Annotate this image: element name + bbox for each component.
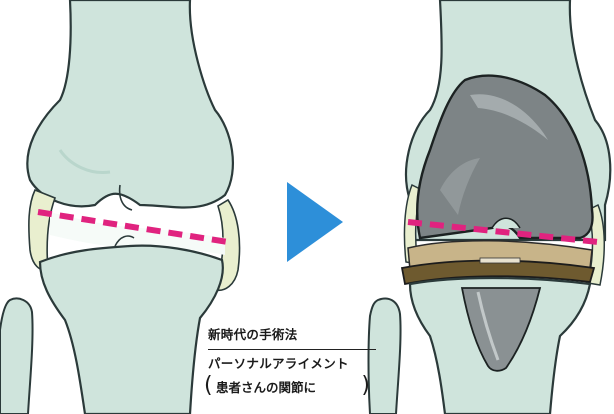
caption-subheading: パーソナルアライメント: [208, 355, 376, 373]
caption-divider: [208, 349, 376, 350]
caption-note: 患者さんの関節に: [208, 379, 376, 397]
fibula-left: [0, 299, 33, 414]
replaced-knee: [369, 0, 611, 414]
femur-left: [27, 0, 233, 208]
natural-knee: [0, 0, 240, 414]
caption-box: 新時代の手術法 パーソナルアライメント 患者さんの関節に: [208, 326, 376, 397]
tibia-left: [40, 246, 223, 414]
caption-heading: 新時代の手術法: [208, 326, 376, 344]
arrow-right-icon: [287, 182, 343, 262]
